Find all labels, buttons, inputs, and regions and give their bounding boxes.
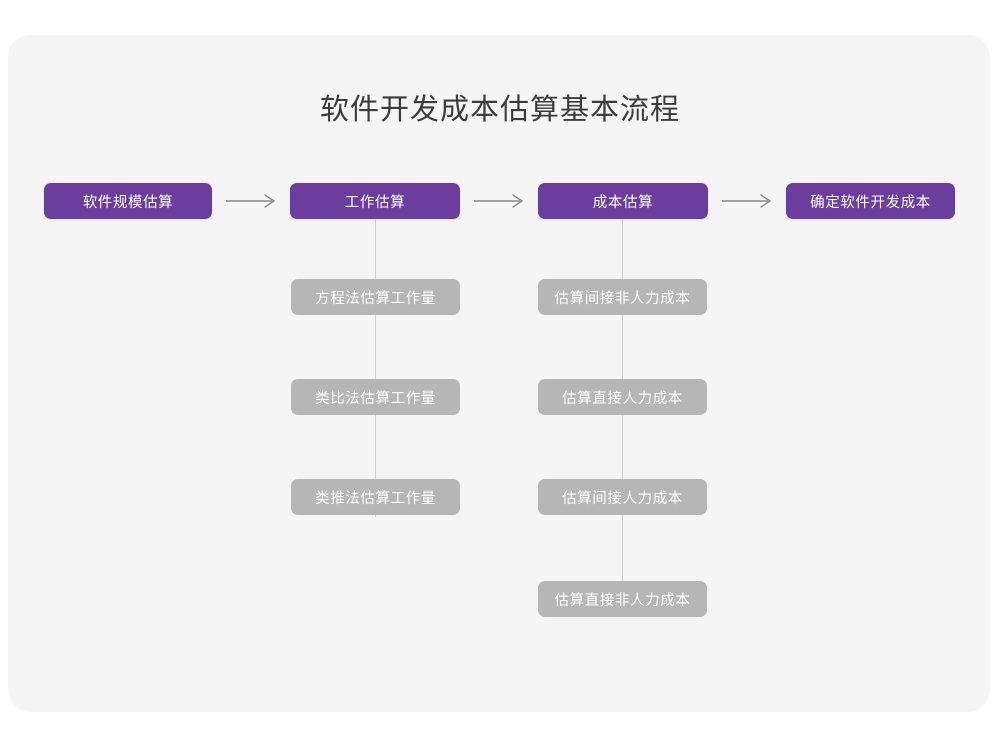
- flow-node-label: 确定软件开发成本: [810, 194, 931, 211]
- page-title: 软件开发成本估算基本流程: [319, 94, 680, 126]
- connector-line-work-estimation: [375, 219, 376, 517]
- sub-node-analogy-method-effort[interactable]: 类比法估算工作量: [291, 379, 460, 415]
- sub-node-indirect-non-labor-cost[interactable]: 估算间接非人力成本: [538, 279, 707, 315]
- arrow-right-icon-2: [472, 191, 528, 211]
- flow-node-cost-estimation[interactable]: 成本估算: [538, 183, 708, 219]
- sub-node-label: 估算间接人力成本: [562, 490, 683, 507]
- flow-node-label: 软件规模估算: [82, 194, 174, 211]
- flow-node-label: 成本估算: [592, 194, 654, 211]
- sub-node-direct-labor-cost[interactable]: 估算直接人力成本: [538, 379, 707, 415]
- sub-node-label: 估算直接人力成本: [562, 390, 683, 407]
- sub-node-label: 估算直接非人力成本: [554, 592, 691, 609]
- connector-line-cost-estimation: [622, 219, 623, 617]
- flow-node-work-estimation[interactable]: 工作估算: [290, 183, 460, 219]
- flow-node-determine-development-cost[interactable]: 确定软件开发成本: [786, 183, 955, 219]
- sub-node-label: 类比法估算工作量: [315, 390, 436, 407]
- arrow-right-icon-3: [720, 191, 776, 211]
- arrow-right-icon-1: [224, 191, 280, 211]
- diagram-card: [8, 35, 990, 712]
- sub-node-label: 估算间接非人力成本: [554, 290, 691, 307]
- flow-node-label: 工作估算: [344, 194, 406, 211]
- sub-node-equation-method-effort[interactable]: 方程法估算工作量: [291, 279, 460, 315]
- sub-node-label: 类推法估算工作量: [315, 490, 436, 507]
- sub-node-indirect-labor-cost[interactable]: 估算间接人力成本: [538, 479, 707, 515]
- sub-node-direct-non-labor-cost[interactable]: 估算直接非人力成本: [538, 581, 707, 617]
- flow-node-software-scale-estimation[interactable]: 软件规模估算: [44, 183, 212, 219]
- sub-node-inference-method-effort[interactable]: 类推法估算工作量: [291, 479, 460, 515]
- sub-node-label: 方程法估算工作量: [315, 290, 436, 307]
